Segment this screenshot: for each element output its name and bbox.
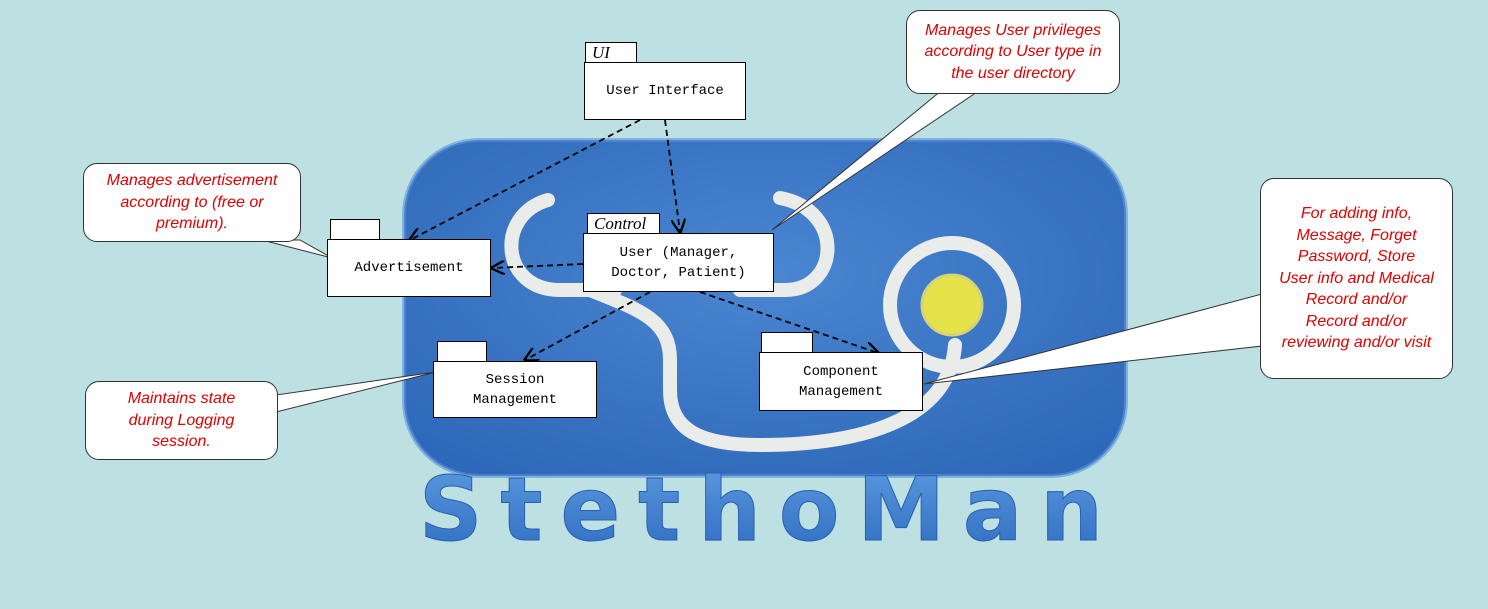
package-tab — [437, 341, 487, 361]
package-tab — [761, 332, 813, 352]
package-label: Component Management — [759, 352, 923, 411]
note-session-state: Maintains state during Logging session. — [85, 381, 278, 460]
package-label: Session Management — [433, 361, 597, 418]
package-tab: Control — [587, 213, 660, 233]
package-tab — [330, 219, 380, 239]
package-label: User Interface — [584, 62, 746, 120]
package-label: User (Manager, Doctor, Patient) — [583, 233, 774, 292]
package-label: Advertisement — [327, 239, 491, 297]
logo-wordmark: StethoMan — [419, 458, 1121, 561]
note-privileges: Manages User privileges according to Use… — [906, 10, 1120, 94]
note-component: For adding info, Message, Forget Passwor… — [1260, 178, 1453, 379]
note-advertisement: Manages advertisement according to (free… — [83, 163, 301, 242]
package-tab: UI — [585, 42, 637, 62]
dependency-arrows — [410, 119, 878, 360]
